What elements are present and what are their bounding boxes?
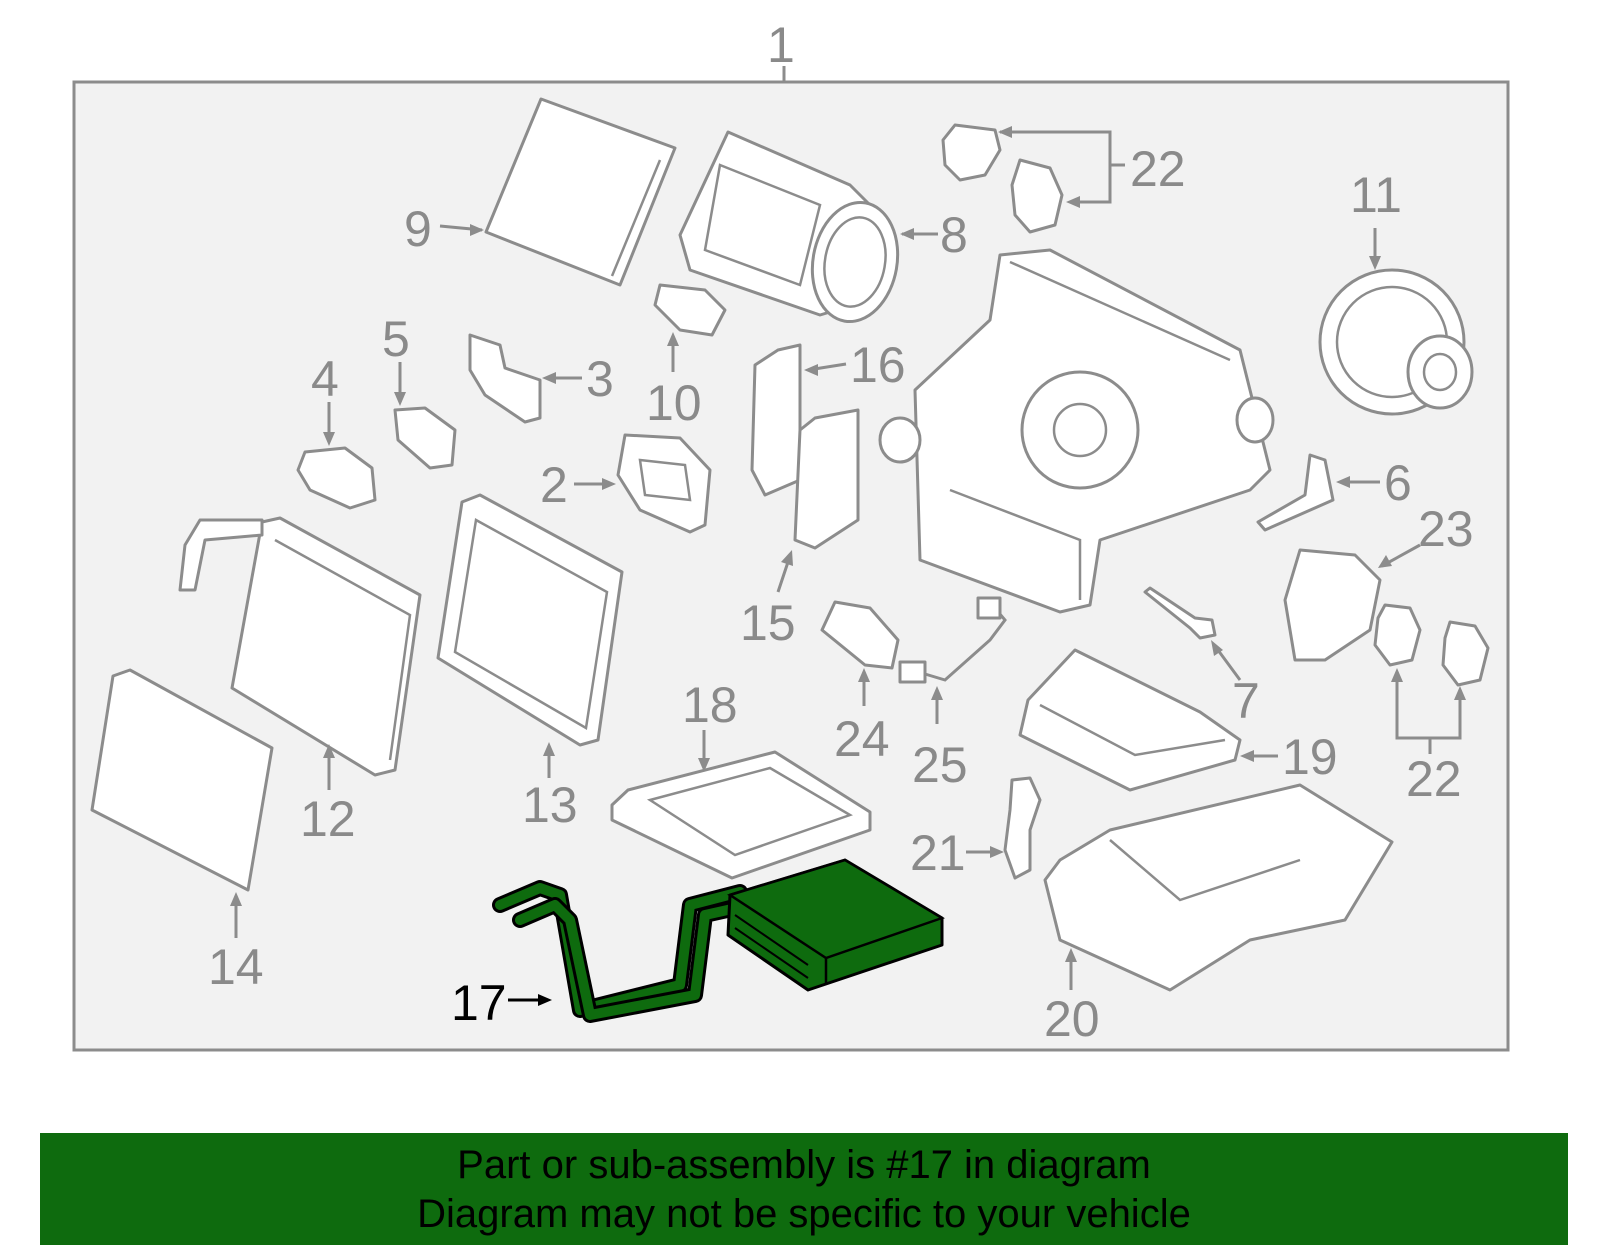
arrow-15 — [781, 550, 793, 566]
callout-5: 5 — [382, 311, 410, 367]
part-18[interactable] — [610, 750, 872, 880]
callout-8: 8 — [940, 207, 968, 263]
arrow-22-bottom-a — [1391, 668, 1403, 682]
callout-11: 11 — [1350, 167, 1402, 223]
callout-7: 7 — [1232, 673, 1260, 729]
part-14[interactable] — [90, 668, 274, 892]
callout-14: 14 — [208, 939, 264, 995]
callout-4: 4 — [311, 351, 339, 407]
callout-16: 16 — [850, 337, 906, 393]
leader-22-top — [1000, 130, 1112, 204]
arrow-2 — [602, 478, 616, 490]
arrow-5 — [394, 392, 406, 406]
arrow-9 — [470, 224, 484, 236]
part-16[interactable] — [750, 343, 802, 497]
callout-9: 9 — [404, 201, 432, 257]
callout-6: 6 — [1384, 455, 1412, 511]
part-19[interactable] — [1018, 648, 1242, 792]
arrow-4 — [323, 432, 335, 446]
part-12[interactable] — [178, 516, 422, 777]
part-15[interactable] — [793, 408, 860, 550]
part-24[interactable] — [820, 600, 900, 670]
arrow-23 — [1378, 555, 1392, 568]
callout-21: 21 — [910, 825, 966, 881]
arrow-22-bottom-b — [1454, 686, 1466, 700]
arrow-22-top-b — [1066, 196, 1080, 208]
callout-18: 18 — [682, 677, 738, 733]
banner-line-2: Diagram may not be specific to your vehi… — [417, 1192, 1191, 1236]
callout-1: 1 — [767, 17, 795, 73]
info-banner: Part or sub-assembly is #17 in diagram D… — [40, 1133, 1568, 1245]
part-21[interactable] — [1003, 776, 1042, 880]
arrow-16 — [804, 364, 818, 376]
callout-10: 10 — [646, 375, 702, 431]
arrow-17 — [538, 994, 552, 1006]
callout-12: 12 — [300, 791, 356, 847]
callout-19: 19 — [1282, 729, 1338, 785]
arrow-20 — [1065, 948, 1077, 962]
callout-22-top: 22 — [1130, 141, 1186, 197]
arrow-7 — [1211, 640, 1223, 656]
callout-22-bottom: 22 — [1406, 751, 1462, 807]
arrow-18 — [698, 758, 710, 772]
banner-line-1: Part or sub-assembly is #17 in diagram — [457, 1143, 1151, 1187]
part-17-heater-core[interactable] — [492, 858, 945, 1023]
arrow-25 — [931, 686, 943, 700]
part-25[interactable] — [898, 596, 1007, 684]
part-11[interactable] — [1318, 268, 1474, 416]
part-20[interactable] — [1043, 783, 1394, 992]
callout-13: 13 — [522, 777, 578, 833]
part-22-bottom[interactable] — [1373, 603, 1490, 687]
arrow-24 — [858, 668, 870, 682]
part-23[interactable] — [1283, 548, 1382, 662]
callout-2: 2 — [540, 457, 568, 513]
callout-20: 20 — [1044, 991, 1100, 1047]
part-9[interactable] — [484, 97, 677, 287]
part-7[interactable] — [1143, 586, 1217, 640]
arrow-10 — [667, 332, 679, 346]
part-2[interactable] — [616, 433, 712, 534]
part-8[interactable] — [678, 130, 907, 328]
arrow-6 — [1336, 476, 1350, 488]
arrow-8 — [900, 228, 914, 240]
arrow-22-top-a — [998, 126, 1012, 138]
callout-25: 25 — [912, 737, 968, 793]
part-3[interactable] — [468, 333, 542, 424]
part-6[interactable] — [1256, 453, 1335, 532]
part-13[interactable] — [436, 493, 624, 747]
arrow-3 — [542, 372, 556, 384]
arrow-21 — [990, 846, 1004, 858]
part-22-top[interactable] — [941, 123, 1064, 234]
part-4[interactable] — [296, 446, 377, 510]
arrow-12 — [323, 744, 335, 758]
callout-3: 3 — [586, 351, 614, 407]
arrow-13 — [543, 742, 555, 756]
part-10[interactable] — [653, 283, 727, 337]
callout-23: 23 — [1418, 501, 1474, 557]
arrow-19 — [1240, 750, 1254, 762]
callout-24: 24 — [834, 711, 890, 767]
arrow-14 — [230, 892, 242, 906]
part-hvac-case[interactable] — [878, 248, 1275, 614]
arrow-11 — [1369, 256, 1381, 270]
part-5[interactable] — [393, 406, 457, 470]
callout-15: 15 — [740, 595, 796, 651]
callout-17: 17 — [451, 975, 507, 1031]
